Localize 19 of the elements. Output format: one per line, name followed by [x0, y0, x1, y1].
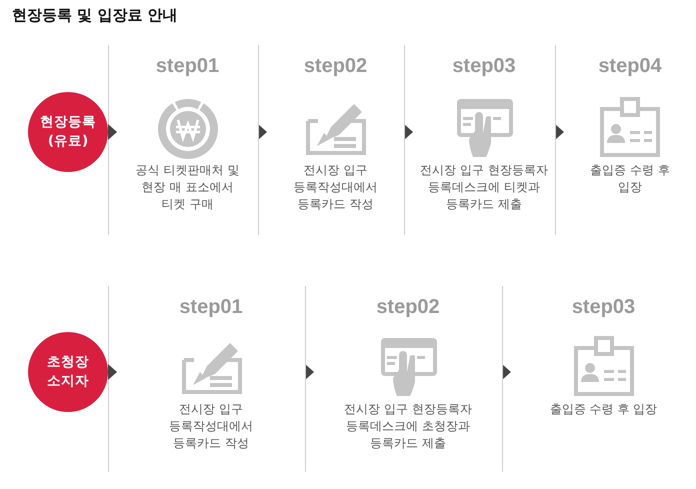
step-description: 전시장 입구 등록작성대에서 등록카드 작성 — [168, 401, 254, 452]
step-description: 출입증 수령 후 입장 — [590, 162, 670, 196]
step-description: 출입증 수령 후 입장 — [550, 401, 658, 418]
arrow — [108, 124, 117, 140]
category-label: 현장등록 (유료) — [39, 113, 97, 151]
step-number: step04 — [598, 55, 662, 77]
arrow — [108, 364, 117, 380]
category-label: 초청장 소지자 — [46, 353, 90, 391]
step-number: step03 — [572, 296, 636, 318]
step-description: 공식 티켓판매처 및 현장 매 표소에서 티켓 구매 — [134, 162, 240, 213]
step-number: step02 — [376, 296, 440, 318]
page-title: 현장등록 및 입장료 안내 — [12, 6, 178, 25]
step-number: step01 — [156, 55, 220, 77]
step-number: step03 — [452, 55, 516, 77]
step-description: 전시장 입구 현장등록자 등록데스크에 초청장과 등록카드 제출 — [343, 401, 473, 452]
step-number: step01 — [179, 296, 243, 318]
step-description: 전시장 입구 등록작성대에서 등록카드 작성 — [292, 162, 378, 213]
step-description: 전시장 입구 현장등록자 등록데스크에 티켓과 등록카드 제출 — [419, 162, 549, 213]
step-number: step02 — [304, 55, 368, 77]
